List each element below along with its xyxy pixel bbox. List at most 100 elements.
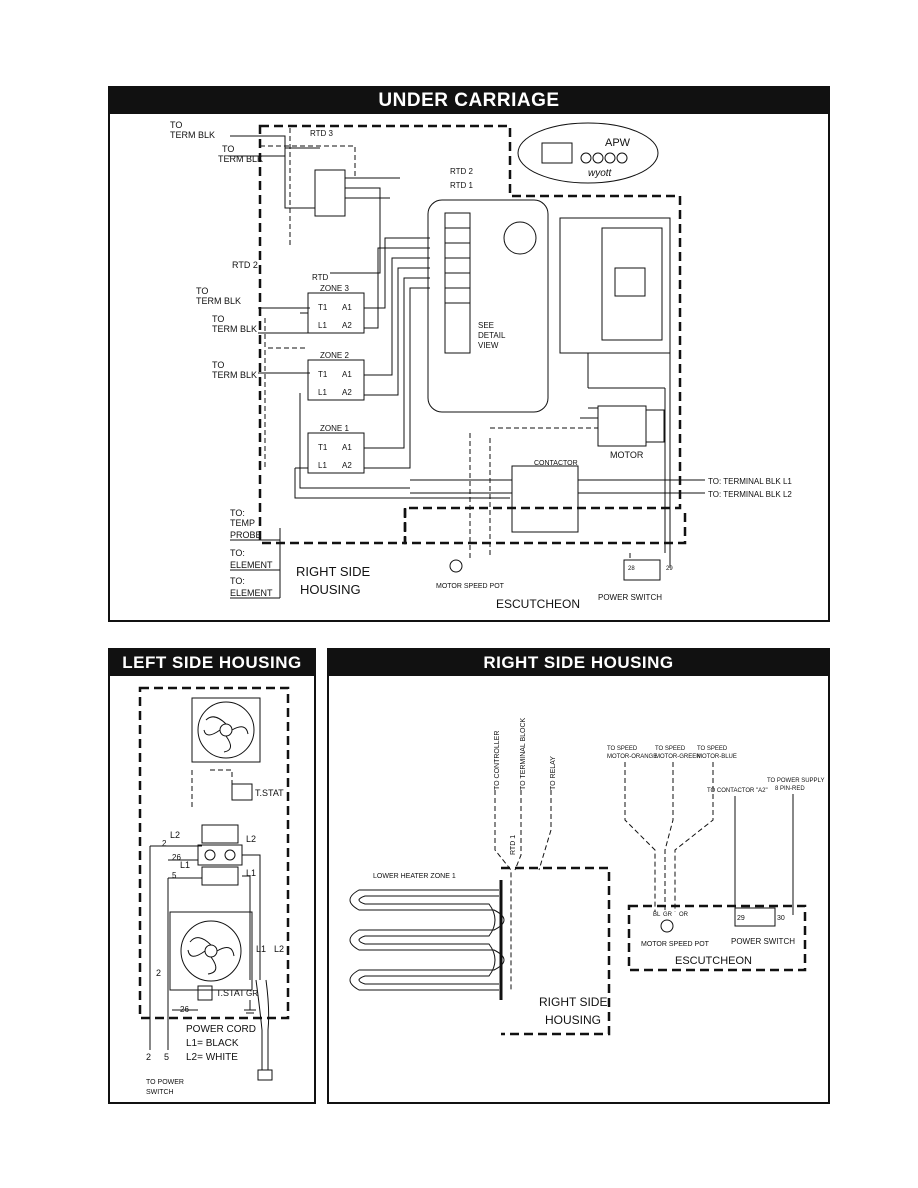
label-to-relay: TO RELAY (550, 756, 557, 790)
zone2-label: ZONE 2 (320, 351, 349, 360)
label-l2-b: L2 (246, 834, 256, 844)
label-to-speed-blue-2: MOTOR-BLUE (697, 754, 737, 760)
label-switch: SWITCH (146, 1089, 174, 1096)
label-motor-speed-pot: MOTOR SPEED POT (436, 583, 505, 590)
label-29: 29 (737, 915, 745, 922)
label-element-1: ELEMENT (230, 560, 273, 570)
label-temp: TEMP (230, 518, 255, 528)
label-rtd1: RTD 1 (450, 181, 474, 190)
label-rtd1-right: RTD 1 (510, 835, 517, 855)
label-26: 26 (172, 853, 181, 862)
label-to-element-2: TO: (230, 576, 245, 586)
motor-body (597, 405, 647, 447)
zone3-relay (307, 292, 365, 334)
label-power-cord: POWER CORD (186, 1024, 256, 1035)
tstat-bottom (197, 985, 213, 1001)
label-detail: DETAIL (478, 331, 506, 340)
zone3-a1: A1 (342, 303, 352, 312)
label-rtd2-left: RTD 2 (232, 260, 258, 270)
under-carriage-housing-outline (258, 124, 682, 545)
label-l1-black: L1= BLACK (186, 1038, 239, 1049)
label-2c: 2 (146, 1052, 151, 1062)
label-view: VIEW (478, 341, 499, 350)
zone2-relay (307, 359, 365, 401)
label-escutcheon-right: ESCUTCHEON (675, 955, 752, 967)
label-probe: PROBE (230, 530, 262, 540)
label-to-terminal-l1: TO: TERMINAL BLK L1 (708, 477, 792, 486)
power-switch-symbol (623, 559, 661, 581)
label-right-side-housing: HOUSING (300, 582, 361, 597)
zone2-t1: T1 (318, 370, 328, 379)
label-2: 2 (162, 839, 167, 848)
zone2-l1: L1 (318, 388, 327, 397)
label-lower-heater: LOWER HEATER ZONE 1 (373, 873, 456, 880)
label-to-power: TO POWER (146, 1079, 184, 1086)
label-power-switch: POWER SWITCH (598, 593, 662, 602)
label-to-temp: TO: (230, 508, 245, 518)
left-side-housing-panel: LEFT SIDE HOUSING T.STAT L2 L2 L1 L1 2 2… (108, 648, 316, 1104)
label-l1-a: L1 (180, 860, 190, 870)
label-l2-white: L2= WHITE (186, 1052, 238, 1063)
bottom-fan (169, 911, 253, 991)
left-side-housing-diagram: T.STAT L2 L2 L1 L1 2 26 5 2 L1 L2 T.STAT… (138, 686, 290, 1096)
top-fan (191, 697, 261, 763)
under-carriage-diagram: APW wyott TO TERM BLK TO TERM BLK RTD 3 … (170, 120, 792, 611)
zone1-l1: L1 (318, 461, 327, 470)
label-l1-c: L1 (256, 944, 266, 954)
label-to-speed-orange-2: MOTOR-ORANGE (607, 754, 657, 760)
label-to-5: TO (212, 360, 224, 370)
left-side-housing-title: LEFT SIDE HOUSING (110, 650, 314, 676)
label-rtd-mid: RTD (312, 273, 329, 282)
motor-label: MOTOR (610, 450, 644, 460)
power-supply-board (559, 217, 671, 354)
switch-28: 28 (628, 566, 635, 572)
under-carriage-panel: UNDER CARRIAGE APW wyott TO TERM BLK TO … (108, 86, 830, 622)
label-to-speed-green-1: TO SPEED (655, 746, 686, 752)
terminal-block-upper (201, 824, 239, 844)
zone2-a1: A1 (342, 370, 352, 379)
right-side-housing-diagram: TO CONTROLLER TO TERMINAL BLOCK TO RELAY… (349, 717, 824, 1036)
logo-display (541, 142, 573, 164)
label-5b: 5 (164, 1052, 169, 1062)
terminal-block-lower (201, 866, 239, 886)
label-to-speed-blue-1: TO SPEED (697, 746, 728, 752)
zone3-label: ZONE 3 (320, 284, 349, 293)
switch-29: 29 (666, 566, 673, 572)
contactor-label: CONTACTOR (534, 460, 578, 467)
zone3-l1: L1 (318, 321, 327, 330)
zone1-a1: A1 (342, 443, 352, 452)
right-side-housing-title: RIGHT SIDE HOUSING (329, 650, 828, 676)
label-to-terminal-l2: TO: TERMINAL BLK L2 (708, 490, 792, 499)
heater-element (349, 889, 505, 991)
escutcheon-outline (403, 508, 687, 545)
zone2-a2: A2 (342, 388, 352, 397)
right-side-housing-panel: RIGHT SIDE HOUSING TO CONTROLLER TO TERM… (327, 648, 830, 1104)
label-rtd3: RTD 3 (310, 129, 334, 138)
tstat-top (231, 783, 253, 801)
label-to-3: TO (196, 286, 208, 296)
label-term-blk-4: TERM BLK (212, 324, 257, 334)
label-term-blk-2: TERM BLK (218, 154, 263, 164)
right-housing-outline (501, 866, 611, 1036)
label-term-blk-1: TERM BLK (170, 130, 215, 140)
motor-speed-pot-right (660, 919, 674, 933)
label-rtd2: RTD 2 (450, 167, 474, 176)
apw-logo (517, 122, 659, 184)
label-gr: GR (246, 989, 258, 998)
label-gr-right: GR (663, 912, 673, 918)
under-carriage-title: UNDER CARRIAGE (110, 88, 828, 114)
power-switch-right (734, 907, 776, 927)
label-to-controller: TO CONTROLLER (494, 731, 501, 790)
label-to-speed-orange-1: TO SPEED (607, 746, 638, 752)
zone3-a2: A2 (342, 321, 352, 330)
escutcheon-outline-right (627, 904, 807, 972)
label-housing-2: HOUSING (545, 1013, 601, 1027)
label-tstat-bottom: T.STAT (216, 988, 245, 998)
zone1-a2: A2 (342, 461, 352, 470)
label-2b: 2 (156, 968, 161, 978)
label-l2-a: L2 (170, 830, 180, 840)
left-housing-outline (138, 686, 290, 1020)
label-term-blk-5: TERM BLK (212, 370, 257, 380)
label-l2-c: L2 (274, 944, 284, 954)
label-to-1: TO (170, 120, 182, 130)
